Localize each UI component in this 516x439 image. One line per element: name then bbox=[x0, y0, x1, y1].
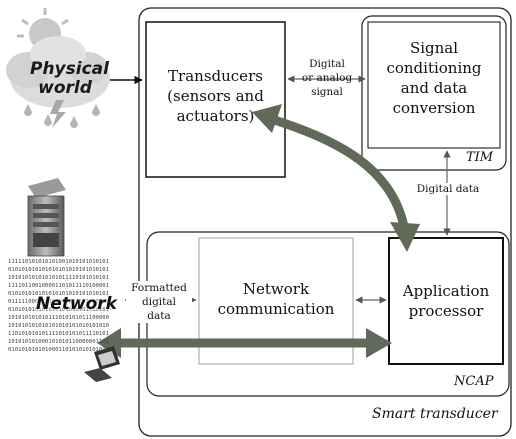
signal-line1: Signal bbox=[409, 39, 459, 57]
transducers-box bbox=[145, 21, 286, 178]
network-label: Network bbox=[36, 294, 117, 314]
binary-row: 111101100100001101011110100001 bbox=[8, 283, 110, 289]
server-icon bbox=[27, 178, 66, 257]
thick-curved-arrow bbox=[266, 113, 410, 233]
digital-analog-line1: Digital bbox=[309, 58, 345, 70]
digital-analog-line3: signal bbox=[311, 86, 343, 98]
application-processor-label: Application processor bbox=[390, 281, 502, 321]
app-processor-line2: processor bbox=[408, 302, 484, 320]
transducers-line1: Transducers bbox=[168, 67, 263, 85]
application-processor-box bbox=[388, 237, 504, 365]
transducers-line2: (sensors and bbox=[167, 87, 264, 105]
formatted-line1: Formatted bbox=[131, 282, 187, 294]
signal-conditioning-box bbox=[367, 21, 501, 149]
physical-world-icon bbox=[6, 8, 110, 128]
signal-line4: conversion bbox=[392, 99, 476, 117]
binary-row: 101010101010111010101011100000 bbox=[8, 315, 110, 321]
binary-row: 111110101010101001010101010101 bbox=[8, 259, 110, 265]
formatted-data-label: Formatted digital data bbox=[126, 281, 192, 323]
smart-transducer-box bbox=[138, 7, 512, 437]
transducers-line3: actuators) bbox=[176, 107, 255, 125]
digital-analog-line2: or analog bbox=[301, 72, 353, 84]
binary-row: 011111000011101010101111000101 bbox=[8, 299, 110, 305]
binary-row: 101010101000101010110000001101 bbox=[8, 339, 110, 345]
app-processor-line1: Application bbox=[402, 282, 490, 300]
network-comm-line2: communication bbox=[217, 300, 335, 318]
tim-label: TIM bbox=[466, 150, 494, 165]
signal-line3: and data bbox=[400, 79, 468, 97]
binary-row: 110101010101111010101011110101 bbox=[8, 331, 110, 337]
formatted-line2: digital bbox=[142, 296, 176, 308]
laptop-icon bbox=[84, 346, 120, 382]
thick-curved-arrowhead-start bbox=[252, 104, 282, 133]
binary-row: 010101010101000110101010101010 bbox=[8, 347, 110, 353]
physical-world-label: Physical world bbox=[30, 59, 109, 98]
signal-conditioning-label: Signal conditioning and data conversion bbox=[369, 38, 499, 118]
thick-curved-arrowhead-end bbox=[390, 222, 420, 252]
tim-box bbox=[361, 15, 507, 171]
ncap-label: NCAP bbox=[454, 374, 494, 389]
network-comm-line1: Network bbox=[242, 280, 310, 298]
binary-row: 101010101010101011110101010101 bbox=[8, 275, 110, 281]
smart-transducer-label: Smart transducer bbox=[372, 406, 498, 422]
signal-line2: conditioning bbox=[386, 59, 482, 77]
formatted-line3: data bbox=[147, 310, 171, 322]
binary-row: 101010101010101010101010101010 bbox=[8, 323, 110, 329]
binary-row: 010101010101010101010101010101 bbox=[8, 267, 110, 273]
digital-data-label: Digital data bbox=[409, 183, 487, 195]
binary-row: 010101010101010101010101010101 bbox=[8, 291, 110, 297]
digital-analog-label: Digital or analog signal bbox=[294, 57, 360, 99]
physical-world-line1: Physical bbox=[30, 59, 109, 79]
binary-data-block: 111110101010101001010101010101 0101010101… bbox=[8, 258, 126, 354]
network-communication-label: Network communication bbox=[200, 279, 352, 319]
thick-network-arrowhead-end bbox=[366, 328, 392, 358]
binary-row: 010101010101010101010101010101 bbox=[8, 307, 110, 313]
transducers-label: Transducers (sensors and actuators) bbox=[147, 66, 284, 126]
physical-world-line2: world bbox=[38, 78, 92, 98]
